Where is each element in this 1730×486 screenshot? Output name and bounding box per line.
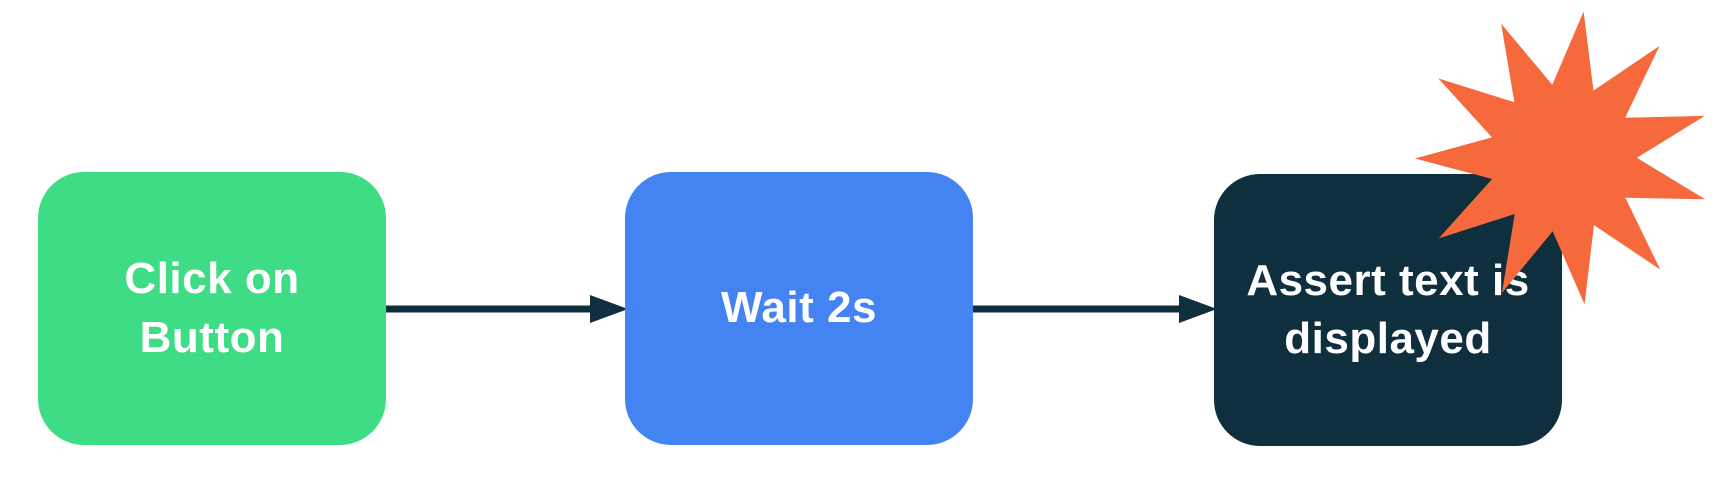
node-label: Wait 2s <box>721 283 877 333</box>
node-assert-text-displayed: Assert text is displayed <box>1214 174 1562 446</box>
burst-star-icon <box>1414 11 1706 305</box>
node-click-on-button: Click on Button <box>38 172 386 445</box>
node-label: Click on Button <box>124 254 300 362</box>
connector-arrow-1 <box>386 295 628 323</box>
node-label: Assert text is displayed <box>1246 255 1530 363</box>
connector-arrow-2 <box>973 295 1217 323</box>
node-wait-2s: Wait 2s <box>625 172 973 445</box>
